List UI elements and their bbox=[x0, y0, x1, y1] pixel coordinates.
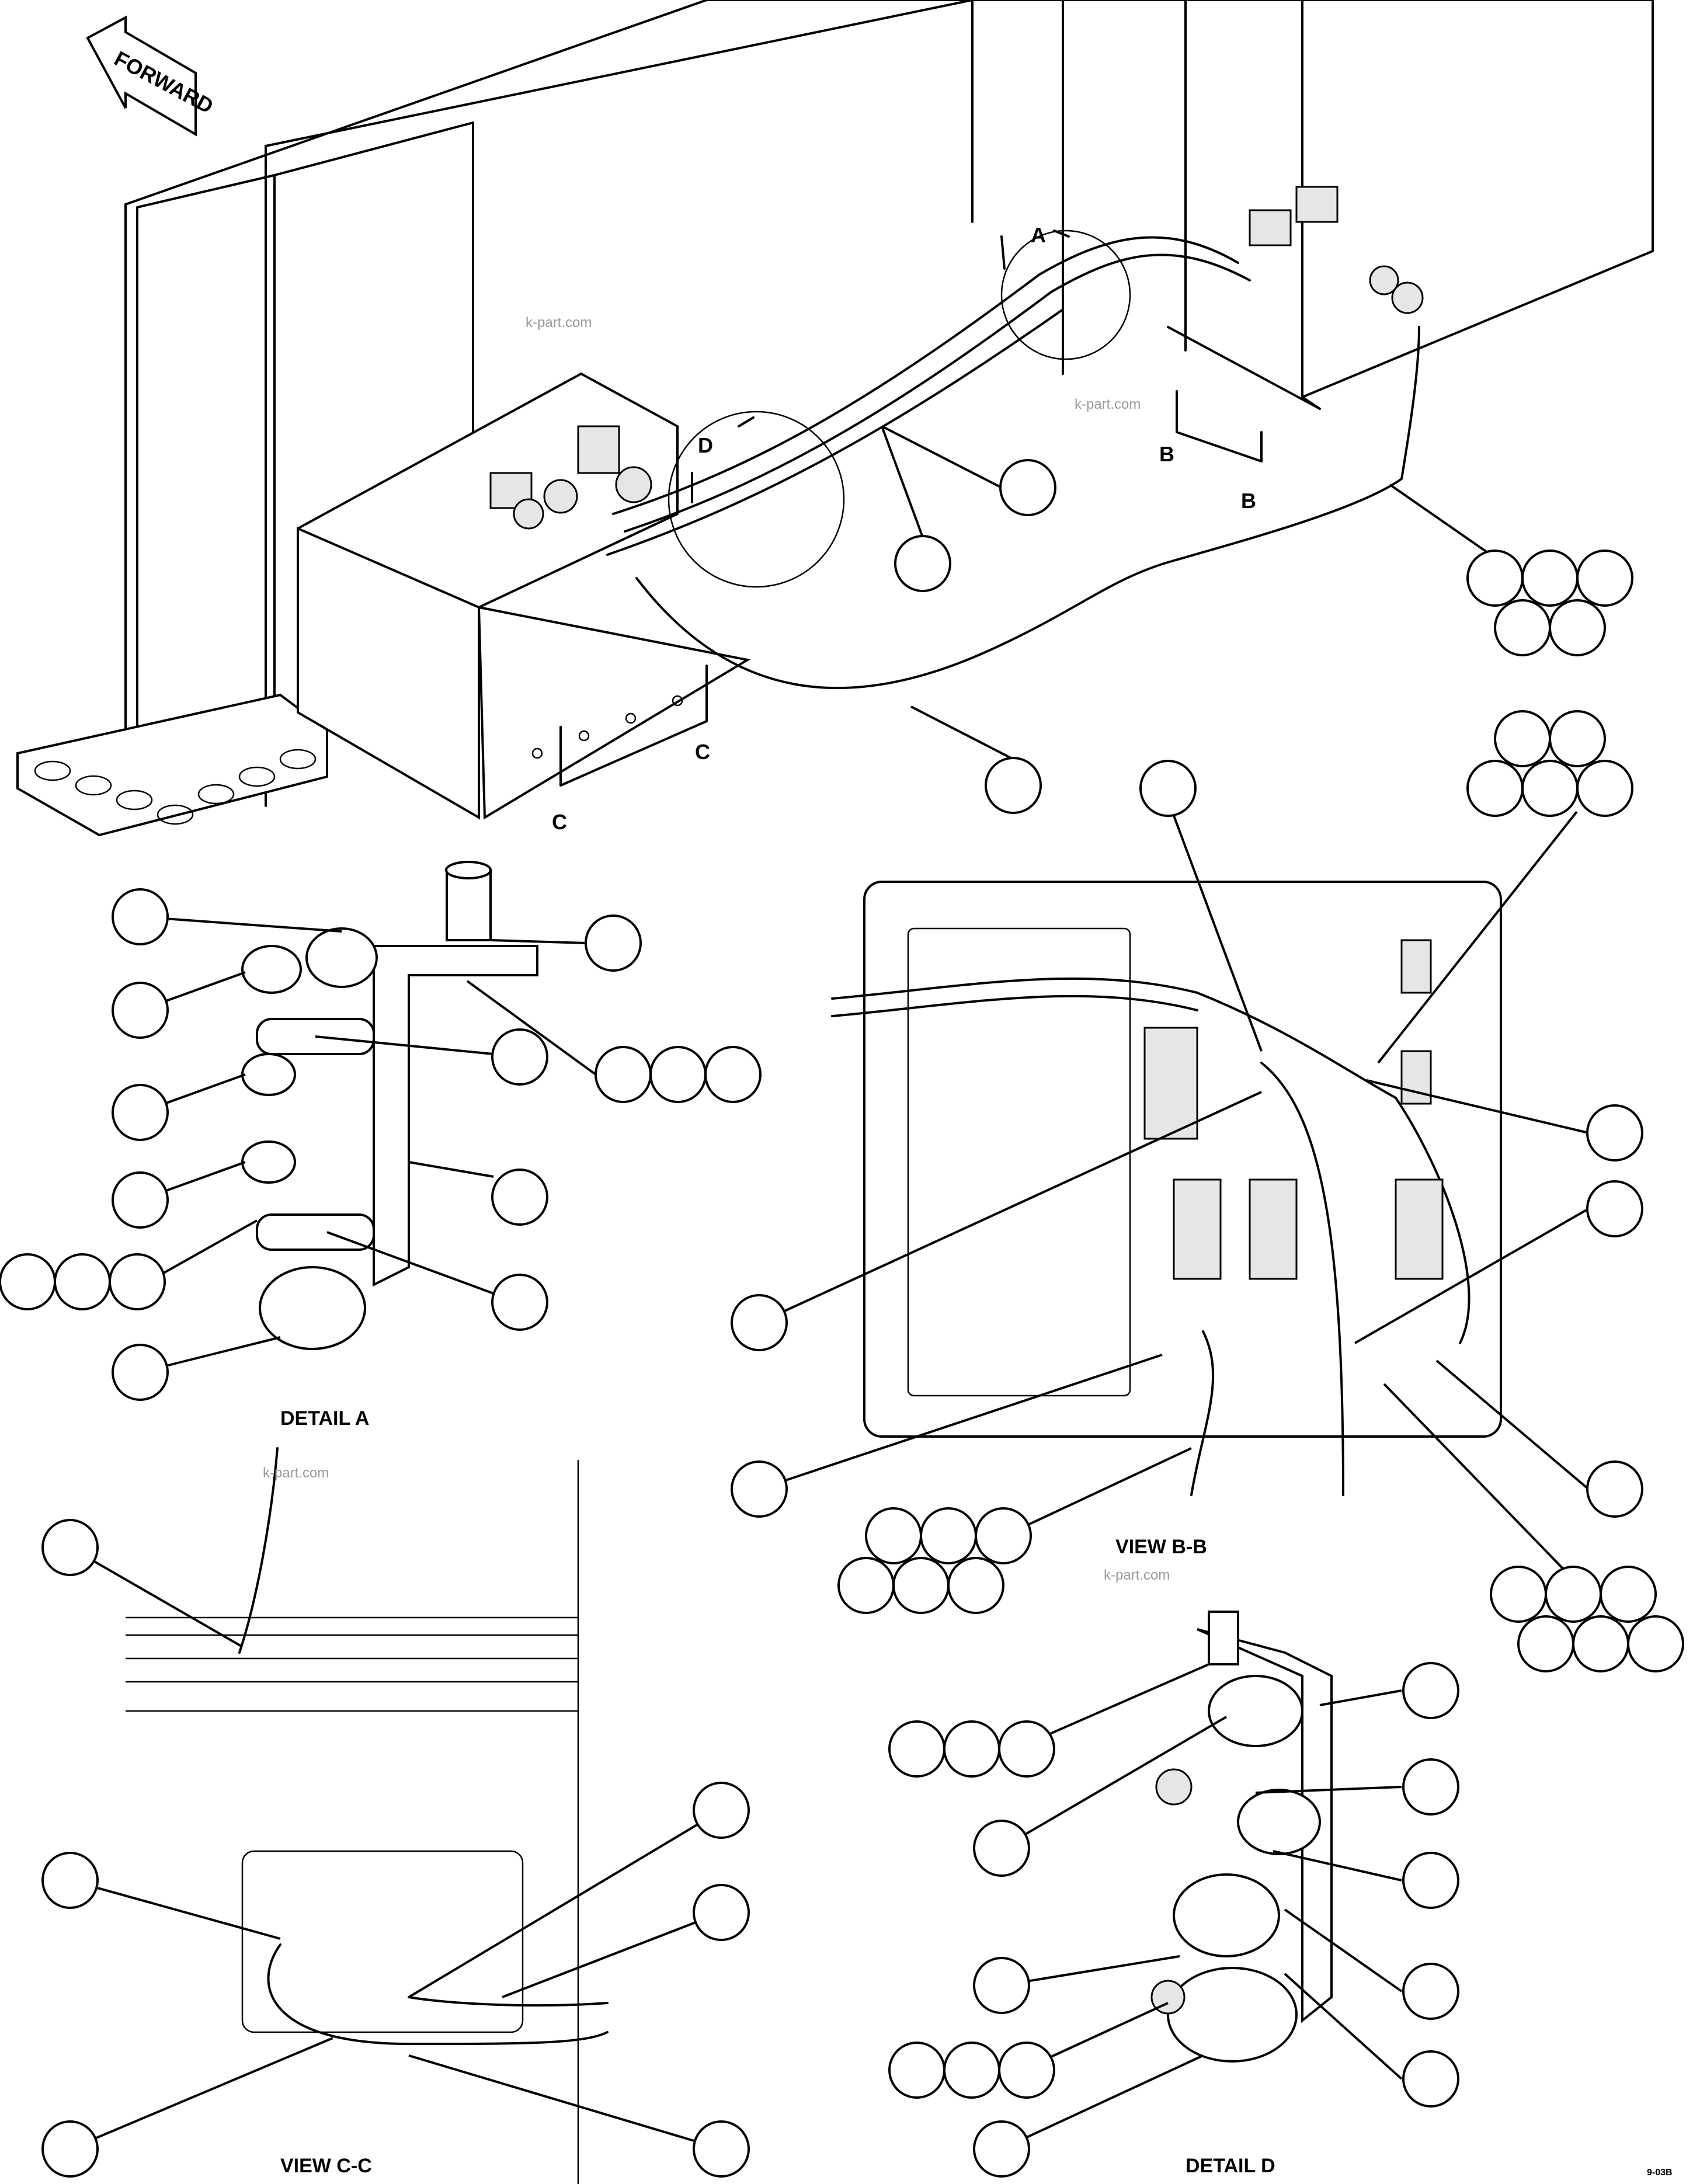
junction-box-connectors bbox=[489, 425, 652, 530]
view-cc-cable-lower2 bbox=[408, 1996, 609, 2007]
main-isometric-view: FORWARD A B B C C D k-part.com k-part.co… bbox=[16, 0, 1654, 837]
view-bb-panel bbox=[863, 881, 1502, 1438]
section-cc-line bbox=[559, 665, 708, 787]
detail-a-title: DETAIL A bbox=[280, 1407, 369, 1430]
harness-bundle-upper bbox=[612, 236, 1239, 515]
view-cc-callouts bbox=[41, 1519, 750, 2178]
detail-a-clamps bbox=[241, 927, 378, 1350]
detail-d: DETAIL D bbox=[888, 1611, 1459, 2178]
view-cc-cable-lower bbox=[267, 1943, 609, 2045]
junction-box-plate bbox=[477, 606, 751, 820]
plate-studs bbox=[531, 695, 683, 759]
detail-d-title: DETAIL D bbox=[1186, 2155, 1275, 2177]
section-bb-line bbox=[1176, 390, 1263, 462]
section-letter-a: A bbox=[1031, 223, 1046, 247]
view-cc-rails bbox=[126, 1616, 578, 1712]
detail-a-callouts bbox=[0, 888, 762, 1401]
callout-bubble bbox=[1521, 550, 1579, 607]
callout-bubble bbox=[1576, 550, 1633, 607]
watermark-4: k-part.com bbox=[263, 1465, 329, 1481]
view-cc-cable-upper bbox=[238, 1447, 279, 1654]
detail-d-clamps bbox=[1150, 1675, 1321, 2063]
section-letter-c1: C bbox=[695, 740, 710, 764]
lower-cable-run bbox=[635, 326, 1420, 690]
detail-d-callouts bbox=[888, 1662, 1459, 2178]
cabinet-top-edges bbox=[124, 0, 974, 223]
callout-bubble bbox=[894, 535, 951, 592]
right-cabinet-bottom bbox=[1301, 0, 1654, 398]
forward-arrow-shape bbox=[86, 15, 197, 137]
view-bb-cable-drop bbox=[1260, 1062, 1344, 1496]
cabinet-left-panel bbox=[136, 174, 276, 760]
detail-a-post bbox=[446, 869, 492, 941]
callout-bubble bbox=[985, 757, 1042, 814]
callout-bubble bbox=[1466, 550, 1524, 607]
section-letter-c2: C bbox=[552, 810, 567, 834]
harness-bundle-lower bbox=[624, 253, 1251, 533]
figure-code: 9-03B bbox=[1647, 2168, 1673, 2178]
view-bb-cable bbox=[831, 977, 1470, 1344]
view-bb-title: VIEW B-B bbox=[1115, 1536, 1207, 1558]
detail-a-bracket bbox=[373, 945, 538, 1287]
callout-bubble bbox=[1549, 599, 1606, 656]
view-cc-plate bbox=[241, 1850, 524, 2033]
view-bb-callouts bbox=[731, 710, 1684, 1672]
section-letter-b1: B bbox=[1159, 442, 1174, 466]
base-pad-holes bbox=[34, 749, 317, 825]
forward-arrow: FORWARD bbox=[86, 15, 217, 137]
watermark-2: k-part.com bbox=[1075, 397, 1141, 412]
view-cc-title: VIEW C-C bbox=[280, 2155, 372, 2177]
harness-bundle-third bbox=[606, 308, 1064, 556]
view-bb-connectors bbox=[1143, 939, 1444, 1280]
detail-d-arrows bbox=[691, 416, 755, 503]
detail-d-stud bbox=[1208, 1611, 1239, 1665]
detail-a-arrows bbox=[1000, 229, 1070, 270]
view-bb-inner-cover bbox=[907, 927, 1131, 1397]
callout-bubble bbox=[1494, 599, 1551, 656]
detail-d-callout-circle bbox=[668, 411, 845, 588]
junction-box-side bbox=[297, 526, 480, 820]
right-connectors bbox=[1249, 186, 1424, 314]
section-letter-b2: B bbox=[1241, 489, 1256, 513]
main-callouts bbox=[881, 425, 1633, 814]
view-bb-cable-drop2 bbox=[1190, 1330, 1215, 1496]
view-bb-cable-edge bbox=[831, 994, 1198, 1017]
detail-a-callout-circle bbox=[1000, 229, 1131, 360]
section-letter-d: D bbox=[698, 433, 713, 457]
view-bb: k-part.com bbox=[731, 710, 1684, 1672]
detail-a-post-top bbox=[445, 861, 492, 879]
watermark-1: k-part.com bbox=[526, 315, 592, 331]
cabinet-side-edges bbox=[124, 145, 267, 807]
view-cc: k-part.com VIEW C-C bbox=[41, 1447, 750, 2184]
callout-bubble bbox=[999, 459, 1056, 516]
watermark-3: k-part.com bbox=[1104, 1567, 1170, 1583]
right-cabinet-base bbox=[1167, 326, 1321, 410]
detail-a: DETAIL A bbox=[0, 861, 762, 1430]
base-pad bbox=[16, 693, 328, 837]
